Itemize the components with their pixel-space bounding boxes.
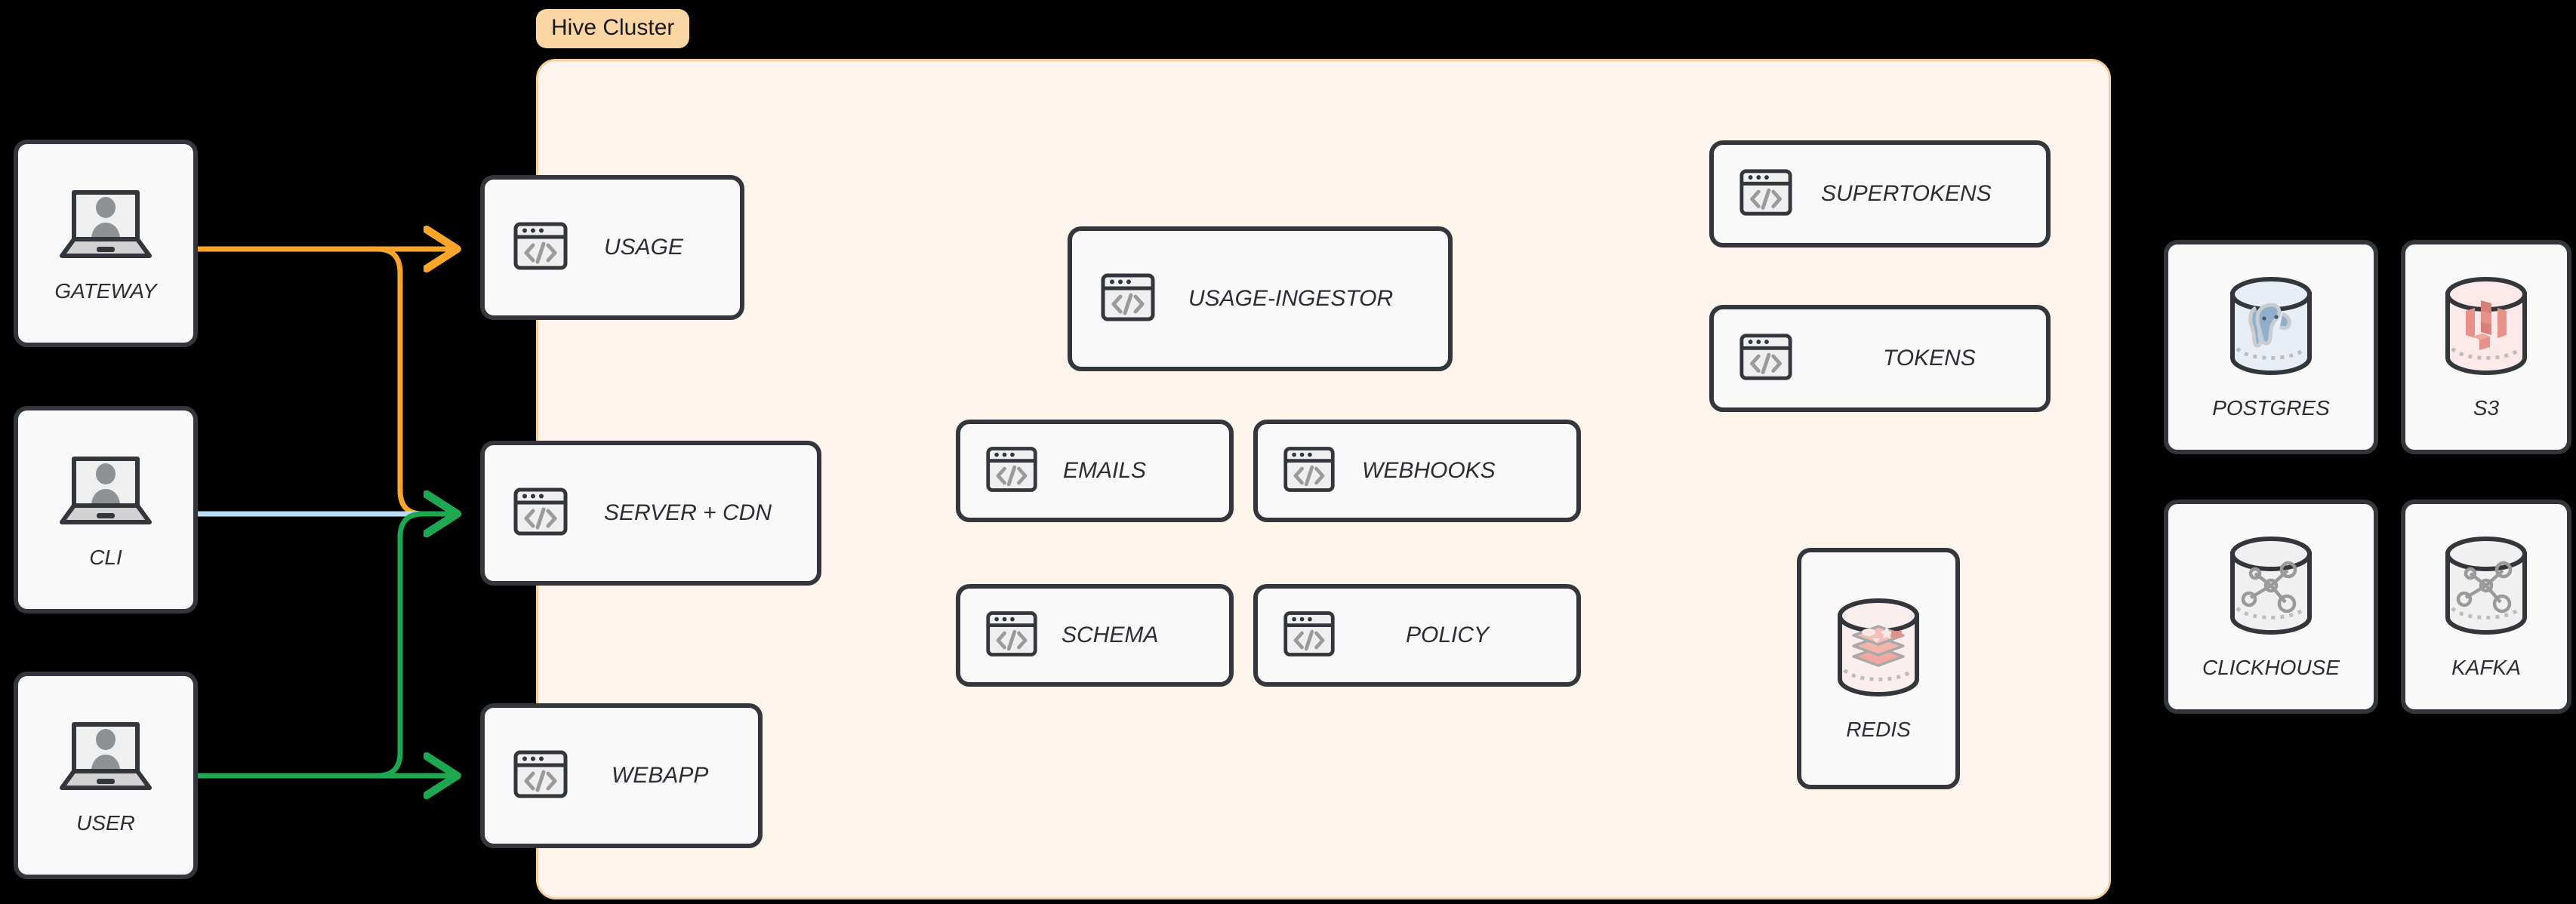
service-label: TOKENS	[1883, 346, 1976, 371]
code-window-icon	[1738, 329, 1794, 389]
service-label: WEBHOOKS	[1362, 458, 1496, 483]
laptop-user-icon	[57, 450, 154, 532]
client-label: CLI	[89, 546, 122, 569]
client-card-gateway[interactable]: GATEWAY	[14, 140, 198, 347]
service-label: SUPERTOKENS	[1821, 181, 1992, 206]
code-window-icon	[512, 483, 569, 544]
datastore-card-redis[interactable]: REDIS	[1797, 548, 1960, 789]
service-card-emails[interactable]: EMAILS	[956, 420, 1234, 522]
datastore-card-kafka[interactable]: KAFKA	[2401, 500, 2571, 714]
laptop-user-icon	[57, 183, 154, 266]
client-label: USER	[76, 811, 135, 835]
client-label: GATEWAY	[54, 279, 157, 303]
service-card-webhooks[interactable]: WEBHOOKS	[1253, 420, 1581, 522]
laptop-user-icon	[57, 715, 154, 798]
redis-cylinder-icon	[1829, 596, 1927, 703]
code-window-icon	[984, 442, 1039, 500]
graph-cylinder-icon	[2222, 534, 2320, 641]
service-label: EMAILS	[1063, 458, 1147, 483]
datastore-label: CLICKHOUSE	[2202, 655, 2340, 679]
service-label: WEBAPP	[612, 763, 709, 788]
service-card-usage[interactable]: USAGE	[480, 175, 744, 320]
service-card-tokens[interactable]: TOKENS	[1709, 305, 2051, 412]
datastore-label: S3	[2473, 395, 2500, 420]
edge-user-to-server-cdn	[198, 514, 453, 779]
code-window-icon	[1282, 442, 1336, 500]
service-label: USAGE	[604, 235, 684, 260]
service-label: USAGE-INGESTOR	[1188, 286, 1394, 311]
code-window-icon	[984, 607, 1039, 665]
service-label: SCHEMA	[1062, 623, 1159, 647]
postgres-cylinder-icon	[2222, 275, 2320, 381]
code-window-icon	[1099, 269, 1157, 330]
datastore-card-postgres[interactable]: POSTGRES	[2164, 240, 2378, 454]
edge-gateway-to-server-cdn	[198, 246, 453, 514]
service-card-schema[interactable]: SCHEMA	[956, 584, 1234, 687]
service-card-webapp[interactable]: WEBAPP	[480, 703, 763, 848]
datastore-card-clickhouse[interactable]: CLICKHOUSE	[2164, 500, 2378, 714]
code-window-icon	[1738, 165, 1794, 224]
service-label: POLICY	[1406, 623, 1490, 647]
code-window-icon	[512, 217, 569, 278]
datastore-card-s3[interactable]: S3	[2401, 240, 2571, 454]
client-card-cli[interactable]: CLI	[14, 406, 198, 613]
service-label: SERVER + CDN	[604, 500, 772, 525]
code-window-icon	[512, 746, 569, 807]
s3-cylinder-icon	[2437, 275, 2535, 381]
hive-cluster-badge: Hive Cluster	[536, 9, 690, 48]
datastore-label: KAFKA	[2451, 655, 2521, 679]
service-card-usage-ingestor[interactable]: USAGE-INGESTOR	[1068, 226, 1453, 371]
datastore-label: REDIS	[1846, 717, 1911, 741]
datastore-label: POSTGRES	[2212, 395, 2330, 420]
service-card-server-cdn[interactable]: SERVER + CDN	[480, 441, 821, 586]
service-card-policy[interactable]: POLICY	[1253, 584, 1581, 687]
client-card-user[interactable]: USER	[14, 672, 198, 879]
graph-cylinder-icon	[2437, 534, 2535, 641]
code-window-icon	[1282, 607, 1336, 665]
service-card-supertokens[interactable]: SUPERTOKENS	[1709, 140, 2051, 248]
